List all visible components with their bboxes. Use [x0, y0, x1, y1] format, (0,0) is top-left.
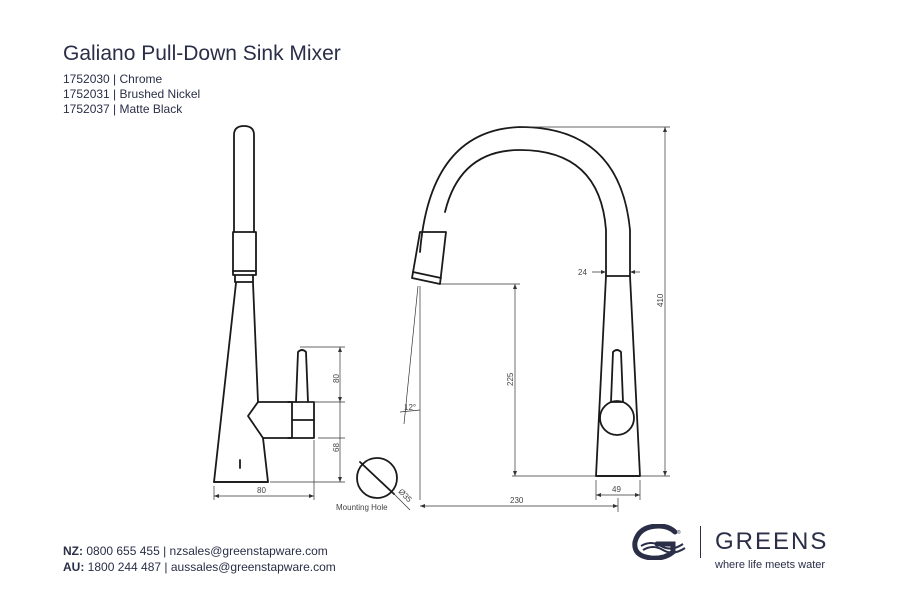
email-link[interactable]: aussales@greenstapware.com [170, 560, 336, 574]
dim-side-lever-height: 80 [332, 374, 341, 383]
contact-row: NZ: 0800 655 455 | nzsales@greenstapware… [63, 544, 328, 558]
brand-block: ® GREENS where life meets water [631, 520, 851, 580]
brand-name: GREENS [715, 528, 829, 555]
variant-item: 1752030 | Chrome [63, 72, 163, 86]
email-link[interactable]: nzsales@greenstapware.com [169, 544, 328, 558]
brand-separator [700, 526, 701, 558]
phone-link[interactable]: 1800 244 487 [87, 560, 162, 574]
side-view-tap [213, 125, 315, 483]
phone-link[interactable]: 0800 655 455 [86, 544, 160, 558]
page-title: Galiano Pull-Down Sink Mixer [63, 42, 341, 65]
contact-row: AU: 1800 244 487 | aussales@greenstapwar… [63, 560, 336, 574]
dim-spout-height: 225 [506, 372, 515, 386]
svg-text:®: ® [677, 529, 681, 536]
dim-spout-diameter: 24 [578, 268, 587, 277]
dim-side-base-height: 68 [332, 443, 341, 452]
mounting-hole-label: Mounting Hole [336, 503, 388, 512]
contact-info: NZ: 0800 655 455 | nzsales@greenstapware… [63, 543, 336, 575]
dim-base-diameter: 49 [612, 485, 621, 494]
front-view-tap [411, 126, 641, 477]
brand-tagline: where life meets water [715, 559, 826, 571]
mounting-hole-drawing [356, 457, 398, 499]
greens-logo-icon: ® [632, 524, 686, 560]
dim-spray-angle: 12° [404, 403, 416, 412]
variant-list: 1752030 | Chrome 1752031 | Brushed Nicke… [63, 72, 200, 117]
dim-total-height: 410 [656, 293, 665, 307]
variant-item: 1752037 | Matte Black [63, 102, 183, 116]
variant-item: 1752031 | Brushed Nickel [63, 87, 201, 101]
dim-reach: 230 [510, 496, 524, 505]
dim-side-base-depth: 80 [257, 486, 266, 495]
dim-mounting-hole: Ø35 [397, 487, 414, 504]
